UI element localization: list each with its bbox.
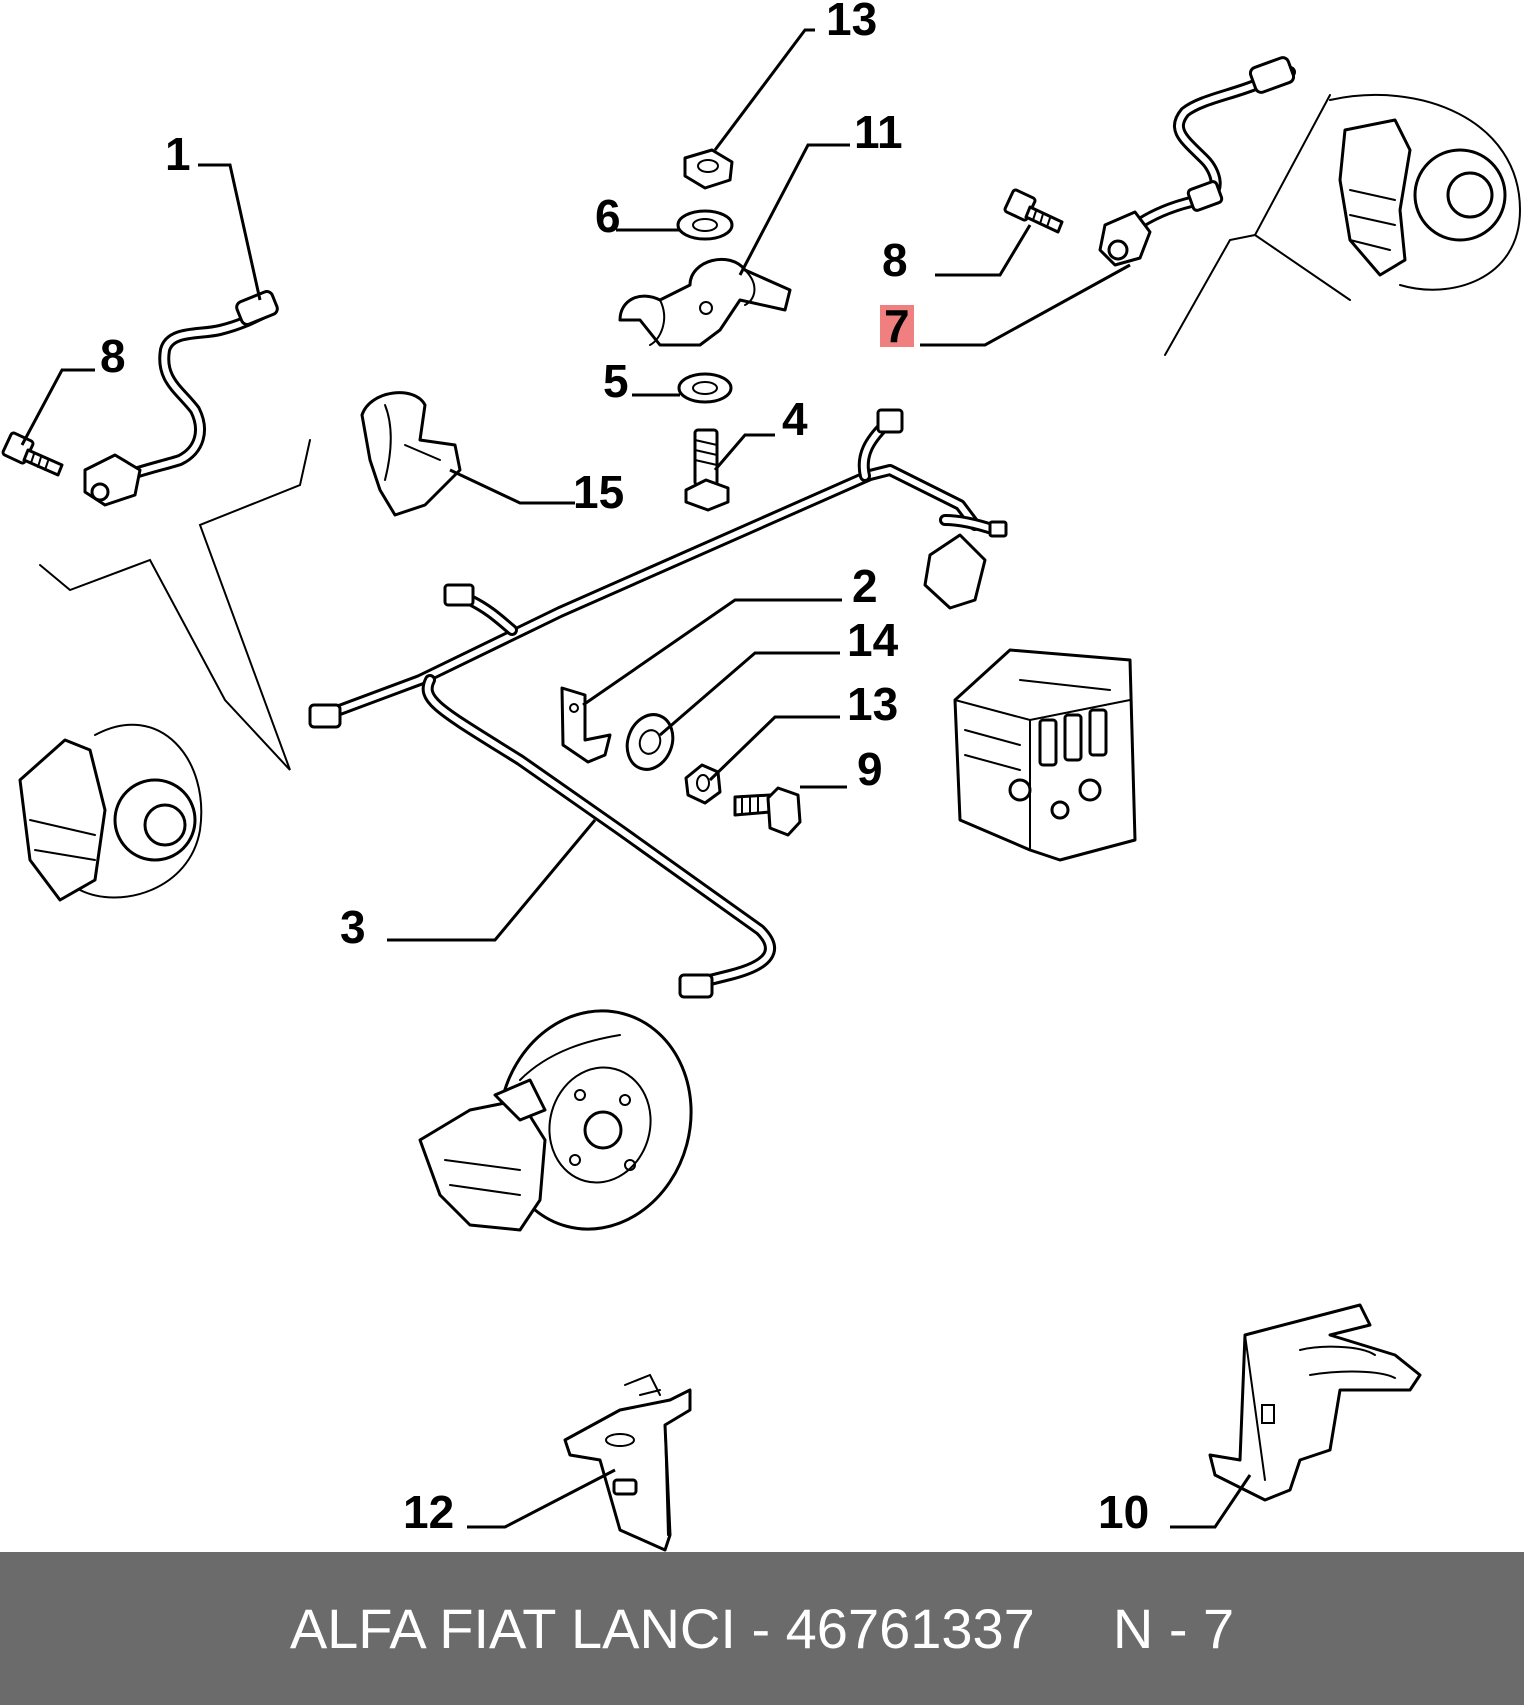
footer-diagram-position: N - 7 (1112, 1597, 1235, 1660)
break-line-right (1164, 94, 1351, 356)
callout-13-top: 13 (826, 0, 877, 45)
callout-10: 10 (1098, 1486, 1149, 1538)
grommet-15 (360, 391, 462, 517)
callout-6: 6 (595, 190, 621, 242)
bracket-12 (563, 1373, 692, 1552)
bolt-8-left (1, 431, 64, 477)
wheel-hub-top-right (1329, 93, 1522, 291)
brake-disc-bottom (418, 1009, 693, 1232)
wheel-speed-sensor-left (83, 290, 279, 507)
bracket-2 (560, 686, 612, 764)
footer-part-number: ALFA FIAT LANCI - 46761337 (289, 1597, 1035, 1660)
footer-bar: ALFA FIAT LANCI - 46761337 N - 7 (0, 1552, 1524, 1705)
wheel-speed-sensor-right (1098, 56, 1296, 267)
abs-control-unit (953, 648, 1137, 862)
callout-5: 5 (603, 355, 629, 407)
wiring-harness-3 (308, 408, 1008, 999)
callout-15: 15 (573, 466, 624, 518)
nut-13-top (683, 148, 734, 190)
bolt-8-right (1003, 188, 1064, 234)
leader-lines (20, 28, 1252, 1529)
callout-7: 7 (884, 300, 910, 352)
callout-1: 1 (165, 128, 191, 180)
bolt-9 (733, 786, 802, 837)
callout-3: 3 (340, 901, 366, 953)
wheel-hub-left (18, 723, 203, 902)
bracket-10 (1208, 1303, 1422, 1502)
callout-4: 4 (782, 393, 808, 445)
washer-6 (676, 209, 734, 241)
callout-8-left: 8 (100, 330, 126, 382)
break-line-left (39, 439, 311, 771)
callout-13-mid: 13 (847, 678, 898, 730)
nut-13-mid (684, 763, 722, 805)
callout-11: 11 (854, 106, 903, 158)
parts-diagram: 1 2 3 4 5 6 7 8 8 9 10 11 12 13 13 14 15 (1, 0, 1522, 1552)
callout-12: 12 (403, 1486, 454, 1538)
bolt-4 (684, 428, 730, 512)
callout-14: 14 (847, 614, 899, 666)
callout-labels: 1 2 3 4 5 6 7 8 8 9 10 11 12 13 13 14 15 (100, 0, 1149, 1538)
callout-2: 2 (852, 560, 878, 612)
callout-7-highlight (880, 305, 914, 347)
clamp-bracket-11 (618, 257, 792, 347)
callout-8-right: 8 (882, 234, 908, 286)
washer-5 (677, 372, 733, 404)
callout-9: 9 (857, 743, 883, 795)
washer-14 (625, 713, 675, 771)
